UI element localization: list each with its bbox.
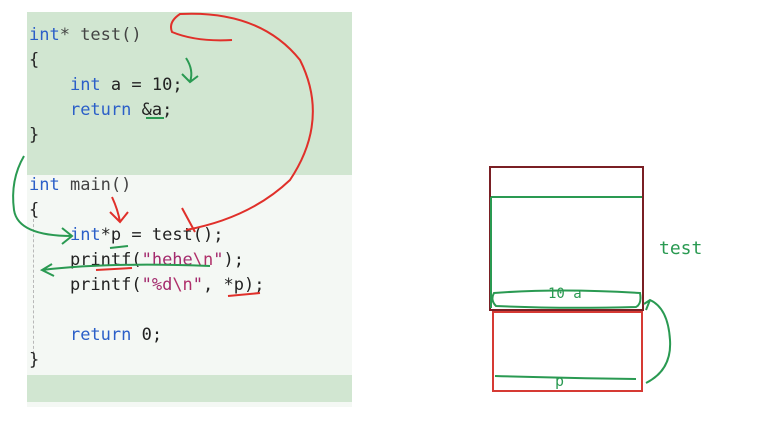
code-token: *p = test(); [100,225,224,245]
stack-frame-main [492,311,643,392]
slot-a-circle [491,289,642,309]
code-line-3: int a = 10; [29,74,183,96]
code-token: * test() [59,25,142,45]
code-line-4: return &a; [29,99,172,121]
pointer-arrow-p-to-a [643,298,672,384]
code-token: ); [223,250,244,270]
code-token: return [69,100,132,120]
code-token: } [29,350,40,370]
code-token: " [192,275,204,295]
call-tick-red [181,207,196,233]
code-token: main() [59,175,132,195]
code-token: int [69,225,101,245]
code-token: 0; [131,325,163,345]
code-token: , *p); [203,275,265,295]
code-token: \n [172,275,193,295]
code-line-1: int* test() [29,24,142,46]
printf-underline-red [95,267,133,271]
code-line-5: } [29,124,39,146]
code-token: } [29,125,40,145]
code-token: int [69,75,101,95]
slot-p-line [494,375,637,380]
code-line-13: return 0; [29,324,162,346]
highlight-bottom [27,375,352,402]
code-token: "%d [141,275,173,295]
code-token: int [29,25,60,45]
printf-arrow-green [39,263,211,277]
code-token: a = 10; [100,75,183,95]
indent-guide [33,219,34,359]
code-line-7: int main() [29,174,131,196]
deref-underline-red [227,292,261,297]
frame-label-test: test [659,238,703,259]
code-line-8: { [29,199,39,221]
slot-label-p: p [555,372,565,390]
code-line-11: printf("%d\n", *p); [29,274,265,296]
code-token: &a; [131,100,173,120]
flow-arrow-green [12,155,74,245]
p-arrow-red [109,196,129,224]
code-token: { [29,50,40,70]
code-token: int [29,175,60,195]
slot-label-a: 10 a [548,286,582,302]
code-token: { [29,200,40,220]
step-arrow-green [181,57,199,84]
code-token: return [69,325,132,345]
p-underline-green [109,245,129,249]
highlight-test-function [27,12,352,175]
code-editor-panel: int* test(){ int a = 10; return &a;}int … [27,12,352,407]
call-arrow-red [170,12,314,231]
code-line-2: { [29,49,39,71]
code-token: " [213,250,224,270]
code-token: printf( [29,275,142,295]
code-line-14: } [29,349,39,371]
code-line-9: int*p = test(); [29,224,224,246]
